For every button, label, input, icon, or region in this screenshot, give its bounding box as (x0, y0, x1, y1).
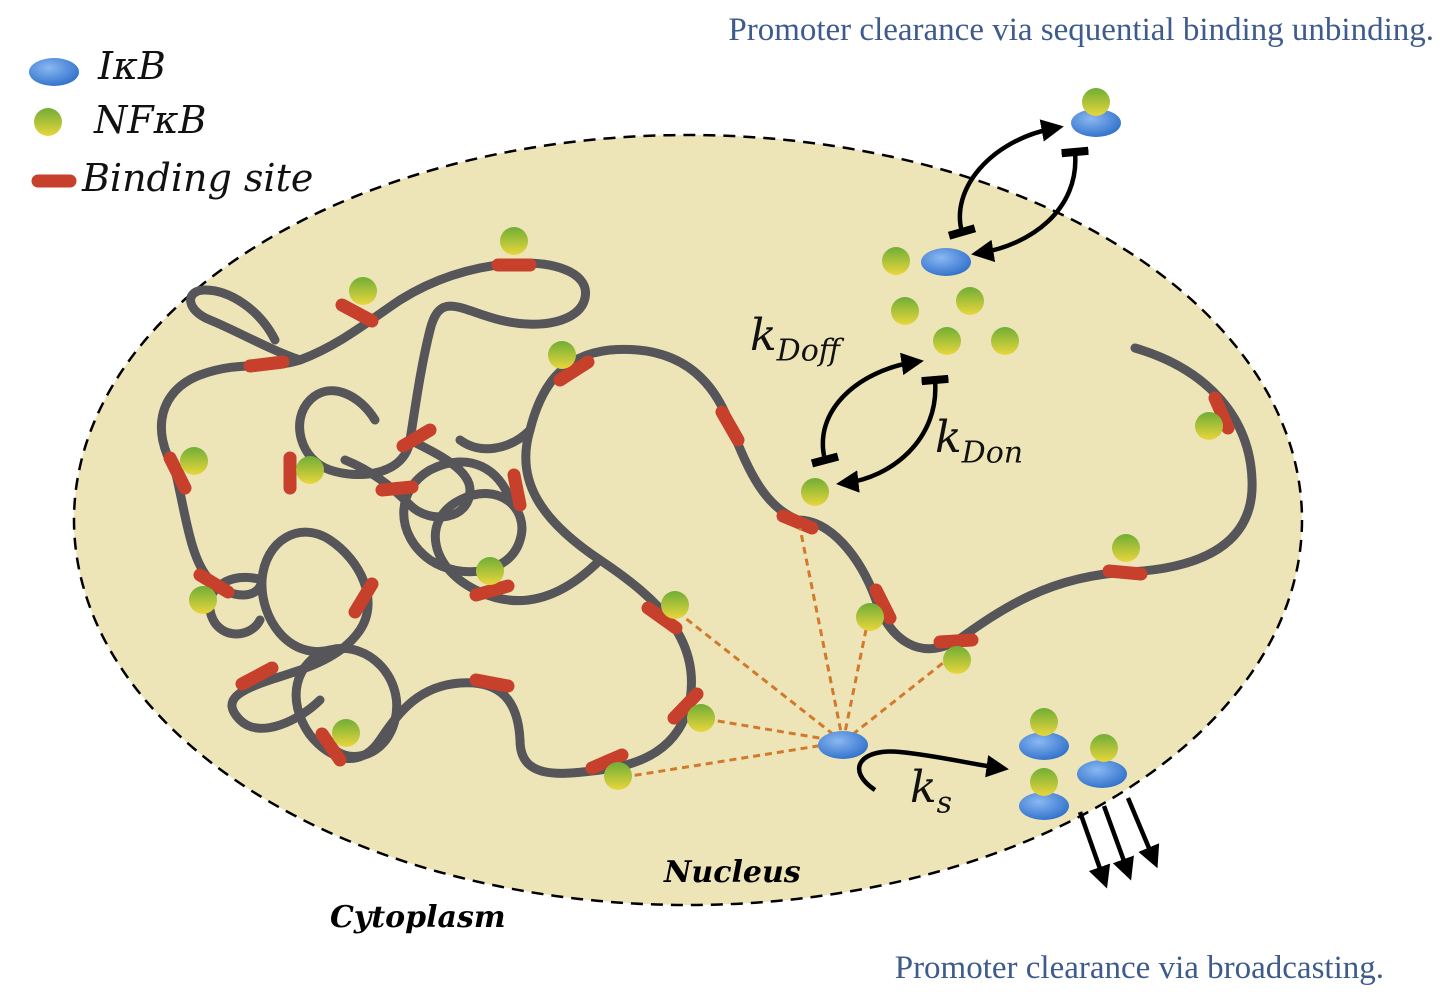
nfkb-molecules (180, 227, 1223, 790)
nfkb-molecule (661, 591, 689, 619)
nucleus-membrane (72, 133, 1304, 907)
legend-symbols (29, 58, 79, 188)
reaction-arrows (810, 119, 1160, 889)
nfkb-molecule (933, 327, 961, 355)
binding-site (193, 568, 235, 599)
nfkb-molecule (349, 277, 377, 305)
rate-k-s: ks (910, 762, 953, 821)
title-broadcasting: Promoter clearance via broadcasting. (894, 950, 1384, 986)
binding-site (715, 405, 745, 447)
nfkb-molecule (1195, 412, 1223, 440)
binding-site (163, 451, 192, 495)
legend-ikb-label: IκB (98, 44, 166, 88)
export-arrow (1077, 811, 1111, 889)
broadcast-links (617, 527, 954, 780)
legend-nfkb-label: NFκB (94, 98, 207, 142)
nfkb-molecule (687, 704, 715, 732)
binding-site (776, 509, 819, 535)
ikb-nfkb-complex (1019, 708, 1069, 760)
legend-nfkb-symbol (34, 108, 62, 136)
binding-site (1208, 391, 1235, 435)
bind-arrow-top (971, 146, 1089, 262)
cytoplasm-label: Cytoplasm (330, 900, 506, 935)
binding-site (667, 687, 704, 725)
nfkb-molecule (189, 586, 217, 614)
nfkb-molecule (1112, 534, 1140, 562)
ikb-nfkb-complex (1019, 768, 1069, 820)
nfkb-molecule (332, 719, 360, 747)
binding-sites (163, 258, 1235, 775)
export-arrow (1101, 805, 1134, 881)
nfkb-molecule (604, 762, 632, 790)
binding-site (641, 601, 683, 635)
binding-site (243, 355, 290, 373)
binding-site (553, 355, 595, 387)
nfkb-molecule (856, 603, 884, 631)
nucleus-label: Nucleus (664, 855, 801, 890)
rate-k-doff: kDoff (750, 310, 841, 369)
ikb-molecule (818, 731, 868, 759)
ikb-molecule (921, 248, 971, 276)
binding-site (315, 727, 347, 767)
rate-k-don: kDon (935, 412, 1024, 471)
nfkb-molecule (956, 287, 984, 315)
binding-site (507, 468, 527, 512)
binding-site (335, 298, 379, 328)
legend-binding-site-label: Binding site (82, 156, 314, 200)
ikb-nfkb-complex (1077, 734, 1127, 788)
binding-site (469, 673, 515, 693)
kon-arrow (836, 374, 949, 493)
binding-site (235, 661, 279, 691)
legend-ikb-symbol (29, 58, 79, 86)
nfkb-molecule (991, 327, 1019, 355)
nfkb-molecule (180, 447, 208, 475)
nfkb-molecule (801, 478, 829, 506)
ikb-nfkb-complex (1071, 88, 1121, 137)
binding-site (396, 423, 437, 453)
ks-arrow (856, 749, 1009, 792)
binding-site (1102, 564, 1148, 581)
ikb-molecules (818, 88, 1127, 820)
nfkb-molecule (943, 646, 971, 674)
binding-site (348, 577, 379, 619)
binding-site (375, 480, 419, 497)
binding-site (469, 579, 515, 602)
title-sequential-binding: Promoter clearance via sequential bindin… (728, 12, 1434, 48)
nfkb-molecule (891, 297, 919, 325)
nfkb-molecule (296, 456, 324, 484)
nfkb-molecule (548, 341, 576, 369)
binding-site (869, 583, 897, 625)
nfkb-molecule (500, 227, 528, 255)
nfkb-molecule (882, 247, 910, 275)
export-arrow (1125, 797, 1160, 869)
binding-site (933, 633, 979, 649)
nfkb-molecule (476, 557, 504, 585)
binding-site (585, 748, 629, 775)
